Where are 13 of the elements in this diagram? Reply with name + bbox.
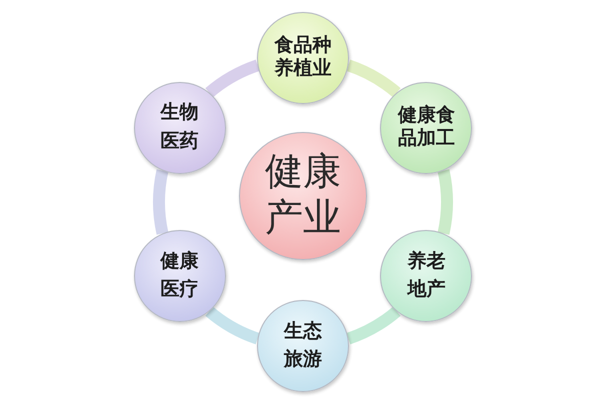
node-label: 健康食品加工 xyxy=(398,105,455,151)
ring-segment xyxy=(153,170,168,234)
node-label: 生物医药 xyxy=(160,101,199,154)
ring-segment xyxy=(438,170,453,234)
ring-segment xyxy=(346,306,400,344)
node-label: 健康产业 xyxy=(265,150,341,241)
node-label: 养老地产 xyxy=(407,250,446,302)
ring-segment xyxy=(206,306,260,344)
node-label: 食品种养植业 xyxy=(274,35,332,81)
ring-segment xyxy=(346,60,400,98)
ring-segment xyxy=(206,60,260,98)
node-label: 生态旅游 xyxy=(284,320,322,372)
node-label: 健康医疗 xyxy=(160,250,199,302)
